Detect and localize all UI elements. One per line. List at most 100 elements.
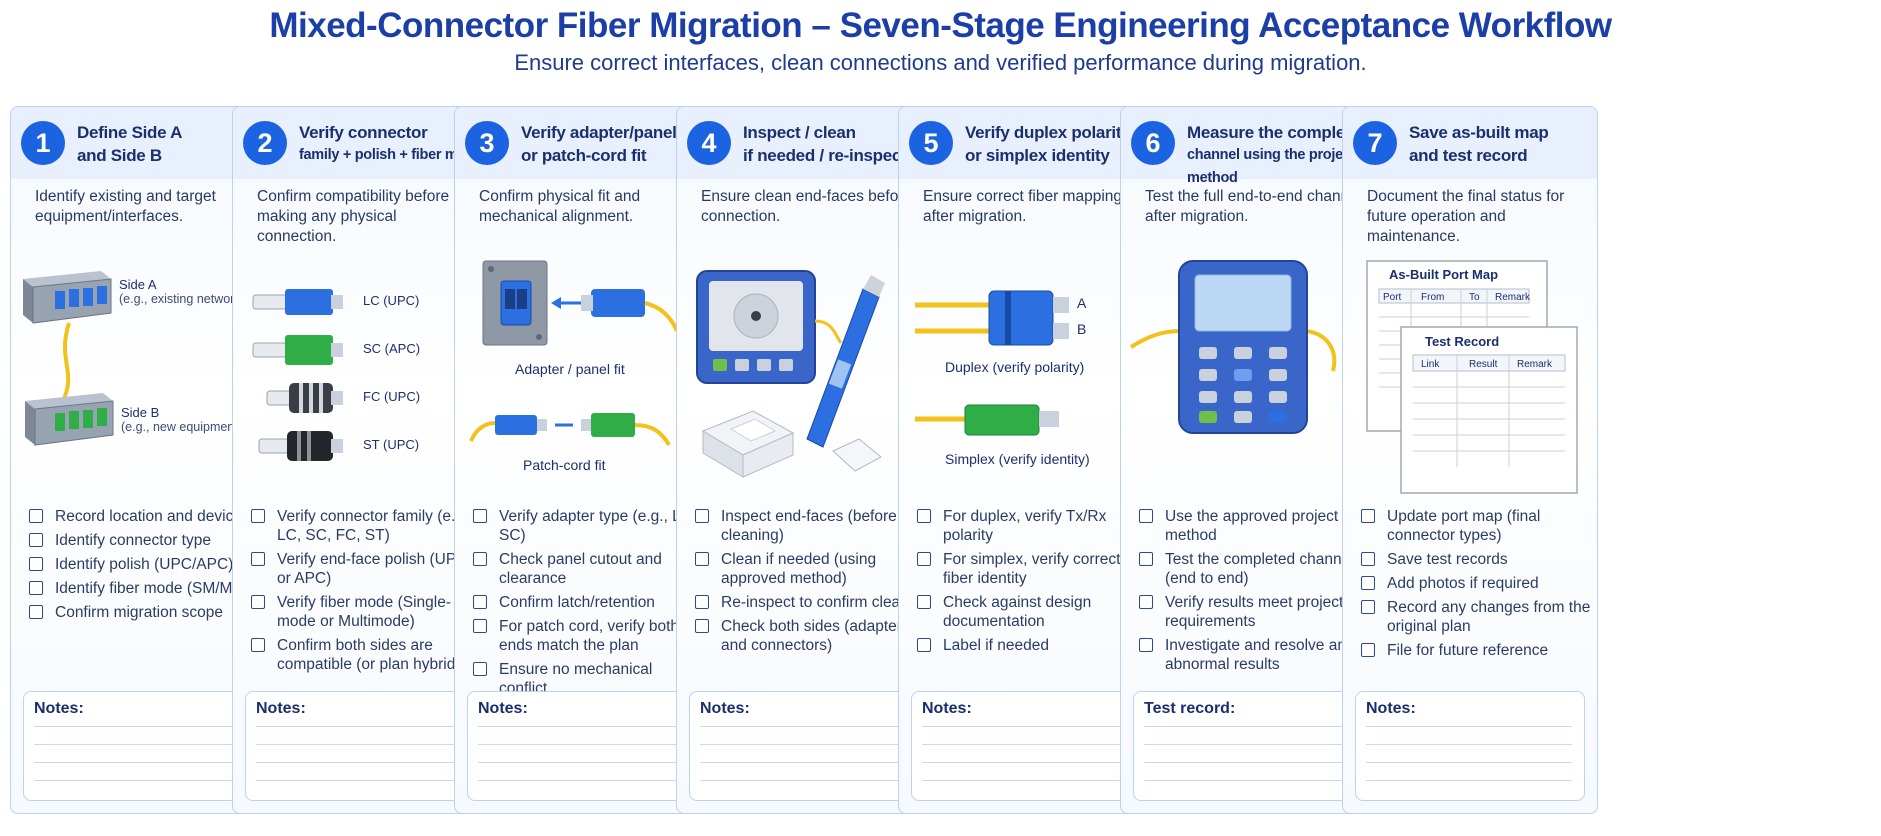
stage-checklist: Verify connector family (e.g., LC, SC, F… <box>249 507 481 679</box>
checklist-item[interactable]: Inspect end-faces (before cleaning) <box>693 507 925 545</box>
record-col-remark: Remark <box>1517 359 1553 370</box>
checkbox[interactable] <box>251 638 265 652</box>
checkbox[interactable] <box>917 638 931 652</box>
stage-description: Test the full end-to-end channel after m… <box>1145 188 1362 225</box>
checkbox[interactable] <box>917 509 931 523</box>
checklist-item[interactable]: Use the approved project test method <box>1137 507 1369 545</box>
notes-box[interactable]: Notes: <box>23 691 253 801</box>
checkbox[interactable] <box>473 552 487 566</box>
checklist-item[interactable]: Identify fiber mode (SM/MM) <box>27 579 259 598</box>
checkbox[interactable] <box>251 509 265 523</box>
checkbox[interactable] <box>251 552 265 566</box>
test-meter-illustration <box>1129 260 1337 434</box>
test-record-title: Test Record <box>1425 334 1500 349</box>
stage-header: 5 Verify duplex polarity or simplex iden… <box>899 107 1153 179</box>
checklist-item[interactable]: Investigate and resolve any abnormal res… <box>1137 636 1369 674</box>
notes-box[interactable]: Notes: <box>689 691 919 801</box>
checklist-item[interactable]: Update port map (final connector types) <box>1359 507 1591 545</box>
checkbox[interactable] <box>29 605 43 619</box>
checklist-item[interactable]: Add photos if required <box>1359 574 1591 593</box>
checklist-item[interactable]: Check both sides (adapters and connector… <box>693 617 925 655</box>
checklist-item[interactable]: Re-inspect to confirm clean <box>693 593 925 612</box>
checklist-item[interactable]: Confirm latch/retention <box>471 593 703 612</box>
checkbox[interactable] <box>695 552 709 566</box>
checklist-item[interactable]: Verify end-face polish (UPC or APC) <box>249 550 481 588</box>
checkbox[interactable] <box>917 552 931 566</box>
stage-description: Document the final status for future ope… <box>1367 188 1565 245</box>
test-record-box[interactable]: Test record: <box>1133 691 1363 801</box>
checklist-item[interactable]: For duplex, verify Tx/Rx polarity <box>915 507 1147 545</box>
checklist-item[interactable]: Record location and device <box>27 507 259 526</box>
stage-title-line1: Save as-built map <box>1409 123 1549 142</box>
checklist-item[interactable]: Check panel cutout and clearance <box>471 550 703 588</box>
checkbox[interactable] <box>29 557 43 571</box>
checkbox[interactable] <box>1361 600 1375 614</box>
stage-number-badge: 5 <box>909 121 953 165</box>
checklist-item[interactable]: Verify connector family (e.g., LC, SC, F… <box>249 507 481 545</box>
stage-illustration <box>1127 251 1371 501</box>
checkbox[interactable] <box>29 533 43 547</box>
checkbox[interactable] <box>1139 595 1153 609</box>
checklist-item[interactable]: For patch cord, verify both ends match t… <box>471 617 703 655</box>
checkbox[interactable] <box>473 595 487 609</box>
side-b-device-icon <box>25 393 114 446</box>
checkbox[interactable] <box>1361 552 1375 566</box>
stage-header: 6 Measure the completed channel using th… <box>1121 107 1375 186</box>
checkbox[interactable] <box>251 595 265 609</box>
checkbox[interactable] <box>1139 638 1153 652</box>
notes-box[interactable]: Notes: <box>467 691 697 801</box>
checklist-item[interactable]: Test the completed channel (end to end) <box>1137 550 1369 588</box>
checkbox[interactable] <box>473 619 487 633</box>
checklist-item[interactable]: Confirm migration scope <box>27 603 259 622</box>
checklist-item[interactable]: Save test records <box>1359 550 1591 569</box>
stage-6-card: 6 Measure the completed channel using th… <box>1120 106 1376 814</box>
adapter-fit-illustration <box>469 260 679 447</box>
checklist-item[interactable]: Clean if needed (using approved method) <box>693 550 925 588</box>
checklist-item[interactable]: Verify fiber mode (Single-mode or Multim… <box>249 593 481 631</box>
checkbox[interactable] <box>1139 552 1153 566</box>
checklist-item[interactable]: Verify results meet project requirements <box>1137 593 1369 631</box>
checkbox[interactable] <box>917 595 931 609</box>
fc-connector-icon <box>266 383 343 413</box>
checklist-item[interactable]: Record any changes from the original pla… <box>1359 598 1591 636</box>
notes-box[interactable]: Notes: <box>1355 691 1585 801</box>
checklist-item[interactable]: Confirm both sides are compatible (or pl… <box>249 636 481 674</box>
stage-description: Confirm physical fit and mechanical alig… <box>479 188 641 225</box>
checklist-item[interactable]: Identify connector type <box>27 531 259 550</box>
notes-box[interactable]: Notes: <box>911 691 1141 801</box>
checklist-item[interactable]: For simplex, verify correct fiber identi… <box>915 550 1147 588</box>
stage-title-line2: or simplex identity <box>965 146 1110 165</box>
inspection-cleaning-illustration <box>696 270 885 478</box>
checkbox[interactable] <box>1139 509 1153 523</box>
checkbox[interactable] <box>695 509 709 523</box>
checkbox[interactable] <box>695 619 709 633</box>
stage-description: Confirm compatibility before making any … <box>257 188 450 245</box>
side-a-device-icon <box>23 271 112 324</box>
sc-connector-icon <box>252 335 343 365</box>
checkbox[interactable] <box>1361 576 1375 590</box>
checklist-item[interactable]: File for future reference <box>1359 641 1591 660</box>
stage-checklist: Inspect end-faces (before cleaning) Clea… <box>693 507 925 660</box>
stage-title-line2: channel using the project method <box>1187 147 1356 186</box>
stage-number-badge: 1 <box>21 121 65 165</box>
stage-title: Inspect / clean if needed / re-inspect <box>743 121 929 167</box>
checkbox[interactable] <box>695 595 709 609</box>
checklist-item[interactable]: Label if needed <box>915 636 1147 655</box>
stage-illustration: Adapter / panel fit Patch-cord fit <box>461 251 705 501</box>
checklist-item[interactable]: Check against design documentation <box>915 593 1147 631</box>
checkbox[interactable] <box>29 509 43 523</box>
stage-number-badge: 7 <box>1353 121 1397 165</box>
checkbox[interactable] <box>29 581 43 595</box>
simplex-label: Simplex (verify identity) <box>945 451 1090 467</box>
checkbox[interactable] <box>473 509 487 523</box>
notes-box[interactable]: Notes: <box>245 691 475 801</box>
checkbox[interactable] <box>1361 509 1375 523</box>
checkbox[interactable] <box>1361 643 1375 657</box>
stage-title-line1: Verify duplex polarity <box>965 123 1131 142</box>
checkbox[interactable] <box>473 662 487 676</box>
stage-title: Verify adapter/panel or patch-cord fit <box>521 121 707 167</box>
checklist-item[interactable]: Identify polish (UPC/APC) <box>27 555 259 574</box>
checklist-item[interactable]: Verify adapter type (e.g., LC-SC) <box>471 507 703 545</box>
stage-illustration: A B Duplex (verify polarity) Simplex (ve… <box>905 251 1149 501</box>
notes-label: Test record: <box>1144 700 1236 717</box>
